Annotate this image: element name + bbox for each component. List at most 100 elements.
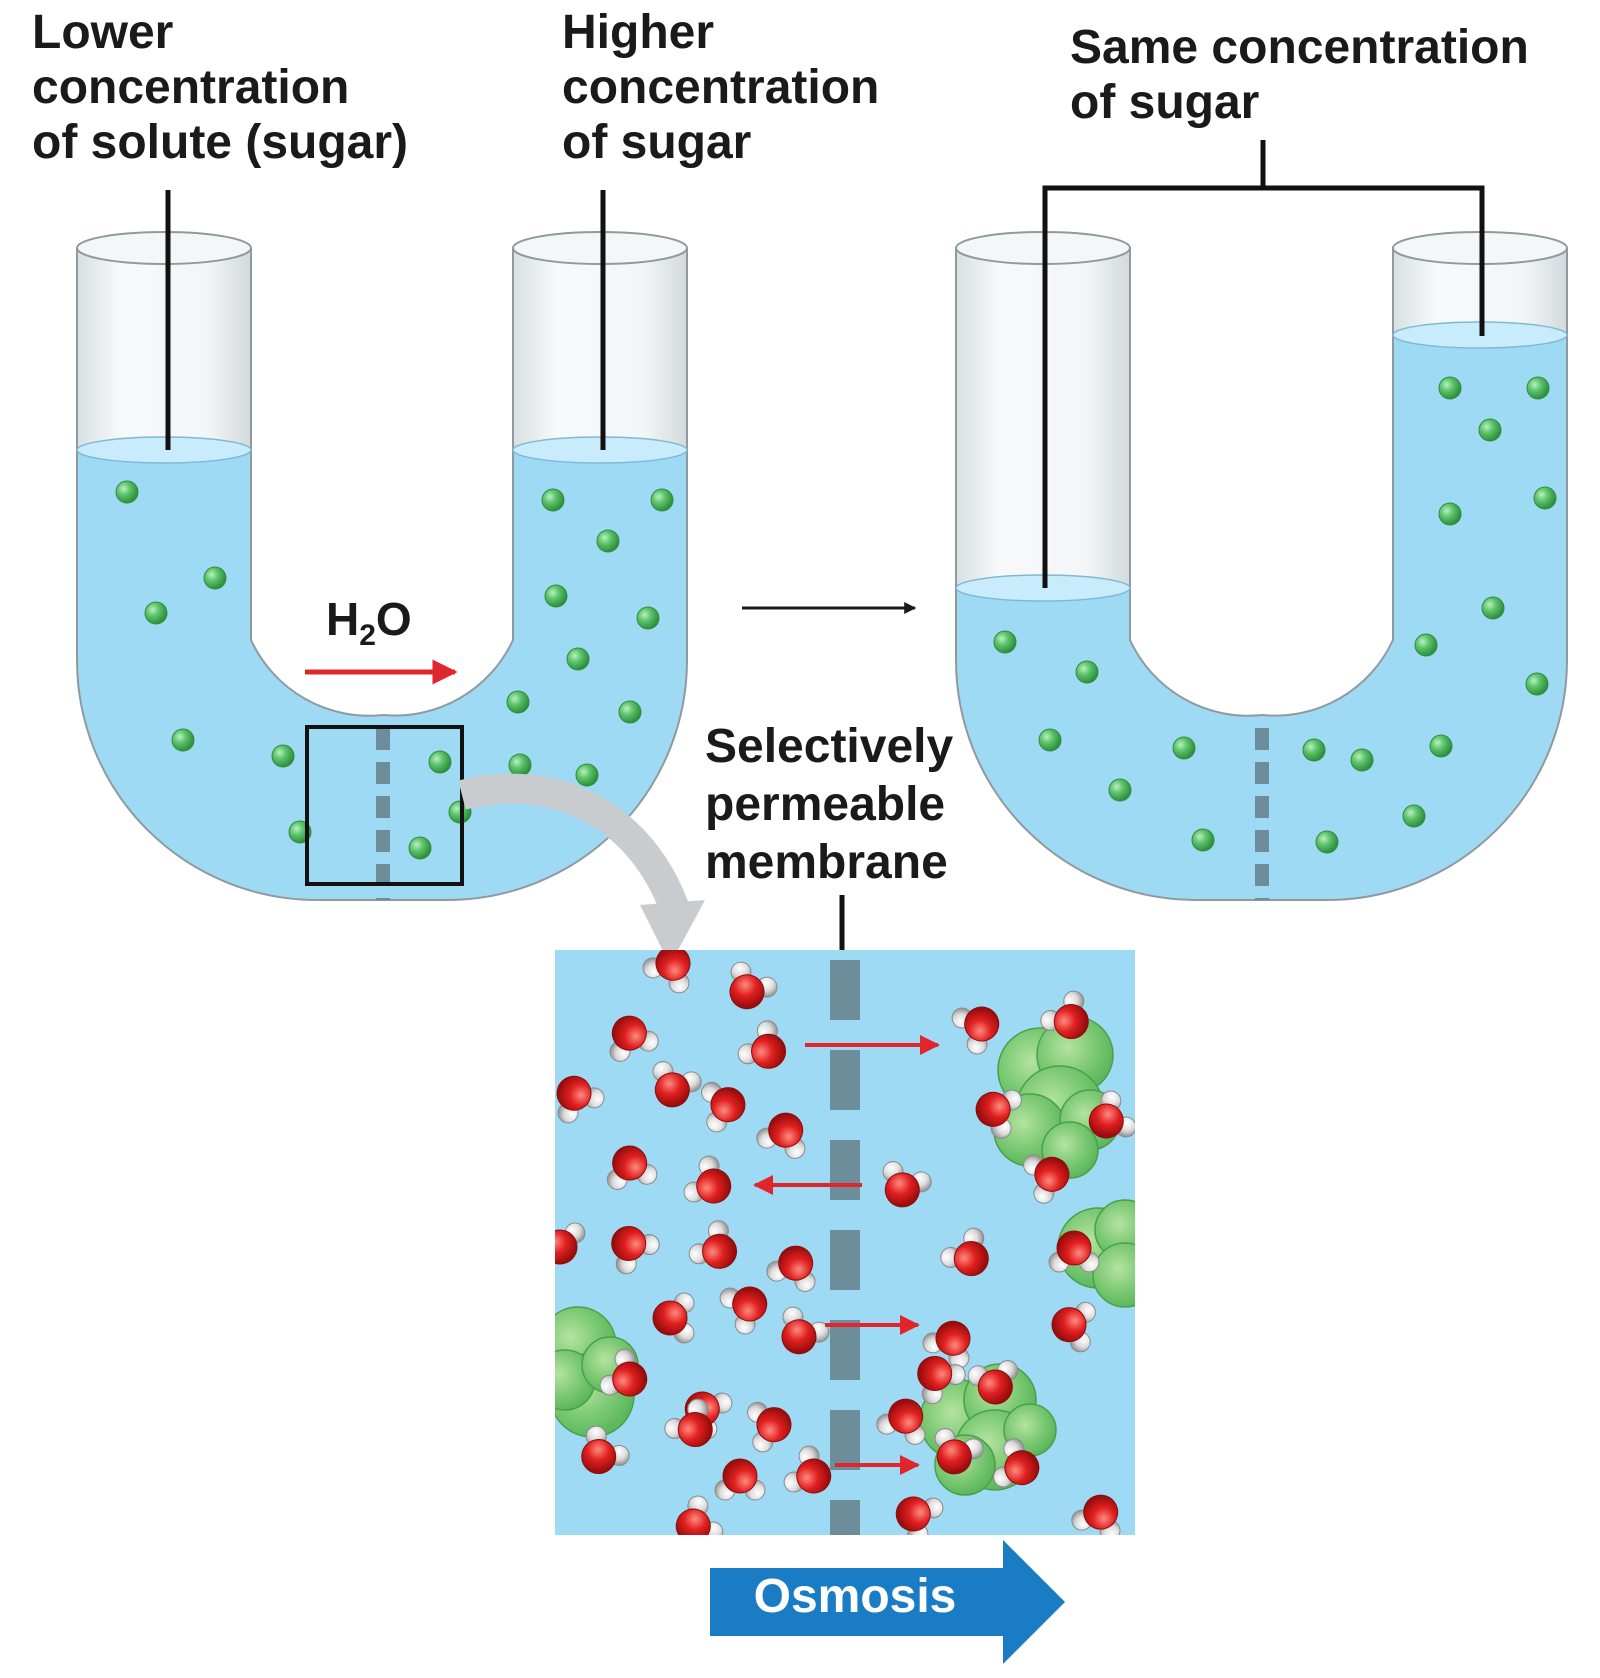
water-molecule	[766, 1245, 816, 1292]
zoom-panel	[555, 950, 1135, 1535]
left-arm-water-surface	[76, 436, 252, 464]
sugar-molecule	[1438, 376, 1462, 400]
water-molecule	[652, 1061, 702, 1108]
lower-label-line-3: of solute (sugar)	[32, 116, 409, 169]
water-molecule	[737, 1020, 787, 1069]
sugar-molecule	[1108, 778, 1132, 802]
water-molecule	[652, 1292, 695, 1344]
right-u-water	[955, 334, 1568, 901]
sugar-molecule	[541, 488, 565, 512]
sugar-molecule	[618, 700, 642, 724]
sugar-molecule	[271, 744, 295, 768]
sugar-molecule	[1075, 660, 1099, 684]
h2o-o: O	[375, 593, 412, 645]
higher-label-line-2: concentration	[562, 61, 880, 114]
water-molecule	[1088, 1090, 1135, 1139]
sugar-molecule	[1525, 672, 1549, 696]
water-molecule	[1051, 1301, 1096, 1353]
water-molecule	[719, 1286, 768, 1335]
water-molecule	[688, 1220, 738, 1269]
water-molecule	[729, 961, 778, 1010]
sugar-molecule	[1402, 804, 1426, 828]
water-molecule	[606, 1145, 658, 1190]
water-molecule	[756, 1112, 806, 1159]
water-molecule	[975, 1089, 1022, 1139]
water-molecules	[555, 950, 1135, 1535]
sugar-molecule	[1302, 738, 1326, 762]
water-molecule	[683, 1155, 732, 1204]
water-molecule	[922, 1320, 971, 1369]
water-molecule	[1048, 1230, 1100, 1273]
water-molecule	[783, 1445, 832, 1494]
water-molecule	[940, 1227, 989, 1277]
water-molecule	[701, 1081, 746, 1133]
sugar-molecule	[428, 750, 452, 774]
sugar-molecule	[508, 753, 532, 777]
membrane-label-line-3: membrane	[705, 836, 948, 889]
sugar-molecule	[566, 647, 590, 671]
sugar-molecule	[1038, 728, 1062, 752]
sugar-molecule	[115, 480, 139, 504]
water-molecule	[642, 950, 691, 994]
sugar-molecule	[1526, 376, 1550, 400]
water-molecule	[609, 1015, 659, 1062]
water-molecule	[917, 1355, 966, 1405]
water-molecule	[951, 1006, 1000, 1055]
sugar-molecule	[1350, 748, 1374, 772]
sugar-molecule	[1315, 830, 1339, 854]
sugar-molecule	[144, 601, 168, 625]
sugar-molecule	[575, 763, 599, 787]
zoom-selection-box	[305, 725, 464, 886]
sugar-molecule	[506, 690, 530, 714]
right-arm-water-surface	[512, 436, 688, 464]
sugar-molecule	[650, 488, 674, 512]
water-molecule	[895, 1496, 944, 1535]
water-molecule	[1023, 1154, 1070, 1204]
lower-label-line-2: concentration	[32, 61, 350, 114]
same-label-line-1: Same concentration	[1070, 21, 1529, 74]
h2o-subscript: 2	[359, 619, 376, 652]
higher-label-line-3: of sugar	[562, 116, 752, 169]
h2o-h: H	[326, 593, 360, 645]
sugar-molecule	[544, 584, 568, 608]
zoom-connector-arrowhead	[640, 900, 705, 965]
water-molecule	[714, 1458, 766, 1501]
leader-lines	[165, 140, 1485, 975]
water-molecule	[882, 1161, 932, 1208]
same-label-line-2: of sugar	[1070, 76, 1260, 129]
sugar-molecules	[115, 376, 1557, 860]
membrane-label-line-1: Selectively	[705, 720, 954, 773]
sugar-molecule	[596, 529, 620, 553]
water-molecule	[556, 1075, 605, 1124]
water-molecule	[967, 1360, 1019, 1405]
water-molecule	[934, 1428, 984, 1475]
sugar-molecule	[1533, 486, 1557, 510]
water-molecule	[1040, 990, 1089, 1040]
osmosis-arrow	[710, 1540, 1065, 1664]
same-concentration-label: Same concentration of sugar	[1070, 20, 1529, 130]
sugar-molecule	[171, 728, 195, 752]
h2o-label: H2O	[326, 592, 412, 653]
sugar-molecule	[636, 606, 660, 630]
higher-label-line-1: Higher	[562, 6, 715, 59]
water-molecule	[611, 1225, 660, 1275]
water-molecule	[599, 1348, 648, 1397]
zoom-connector-arrow	[458, 773, 695, 930]
sugar-molecule	[1438, 502, 1462, 526]
sugar-molecule	[1481, 596, 1505, 620]
lower-concentration-label: Lower concentration of solute (sugar)	[32, 5, 408, 170]
right-tube-rim	[512, 231, 688, 265]
left-tube-arm-glass	[76, 247, 252, 449]
sugar-molecule	[203, 566, 227, 590]
right-u-tube	[955, 231, 1568, 901]
right-tube-arm-glass	[512, 247, 688, 449]
water-molecule	[993, 1438, 1040, 1488]
membrane-label-line-2: permeable	[705, 778, 946, 831]
left-tube-rim	[76, 231, 252, 265]
water-molecule	[555, 1222, 586, 1265]
water-molecule	[781, 1306, 830, 1355]
sugar-molecule	[1478, 418, 1502, 442]
sugar-molecule	[993, 630, 1017, 654]
water-molecule	[747, 1401, 792, 1453]
